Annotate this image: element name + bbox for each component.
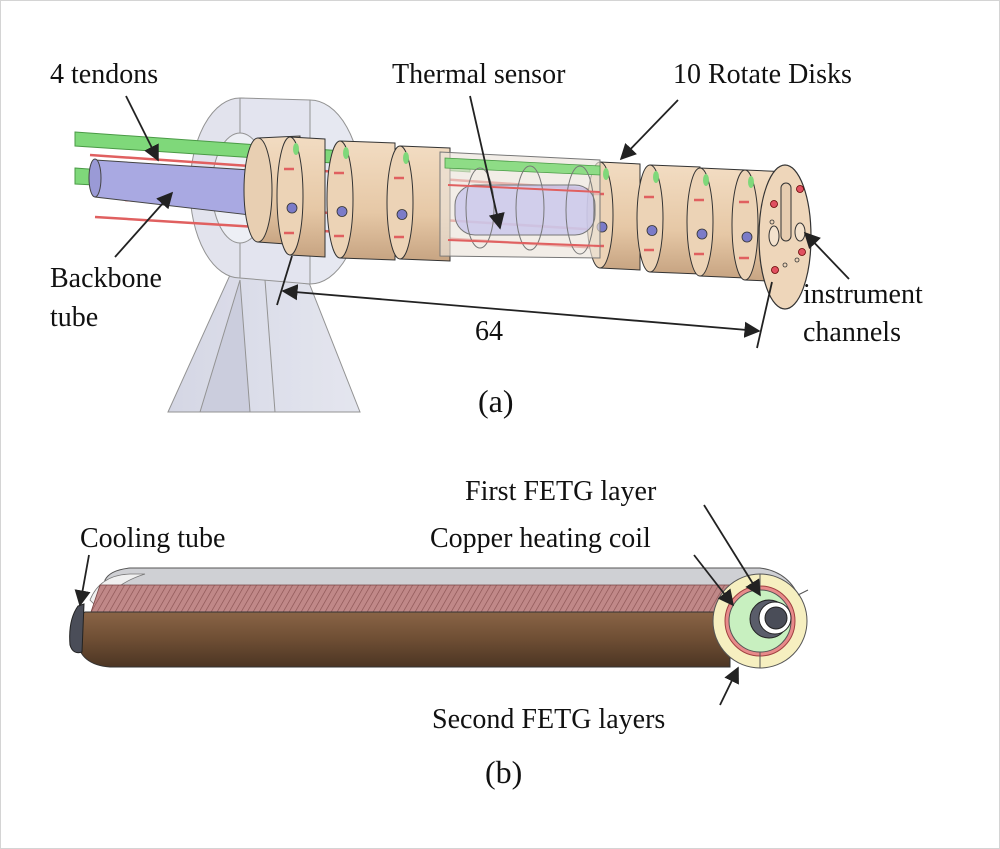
label-thermal-sensor: Thermal sensor: [392, 59, 566, 90]
tendon-hole: [403, 152, 409, 164]
label-4-tendons: 4 tendons: [50, 59, 158, 90]
label-copper-heating-coil: Copper heating coil: [430, 523, 651, 554]
label-instrument: instrument: [803, 279, 923, 310]
dimension-label: 64: [475, 316, 503, 347]
caption-a: (a): [478, 383, 514, 419]
tendon-hole: [293, 143, 299, 155]
rotate-disk-face: [731, 169, 759, 281]
label-second-fetg: Second FETG layers: [432, 704, 665, 735]
rotate-disk-face: [386, 145, 414, 260]
label-channels: channels: [803, 317, 901, 348]
instrument-channels-arrow: [803, 231, 850, 280]
second-fetg-arrow: [719, 666, 739, 706]
label-backbone: Backbone: [50, 263, 162, 294]
cooling-tube-arrow: [74, 554, 91, 607]
backbone-tube: [88, 158, 251, 216]
dimension-64: 64: [276, 255, 773, 349]
tendons-arrow: [125, 95, 159, 162]
instrument-channel: [794, 222, 806, 242]
copper-heating-coil: [89, 584, 741, 616]
rotate-disks-arrow: [619, 99, 679, 161]
tendon-hole: [703, 174, 709, 186]
leader-arrows-b: [74, 504, 761, 706]
cross-section: [712, 573, 809, 669]
panel-a: 64 4 tendons Thermal sensor 10 Rotate Di…: [50, 59, 923, 419]
tendon-hole: [748, 176, 754, 188]
backbone-hole: [336, 206, 348, 217]
backbone-arrow: [114, 191, 174, 258]
outer-body: [76, 611, 731, 668]
label-first-fetg: First FETG layer: [465, 476, 657, 507]
leader-arrows-a: [114, 95, 850, 280]
rotate-disk-face: [326, 140, 354, 259]
rotate-disk-face: [686, 167, 714, 277]
backbone-hole: [741, 231, 753, 243]
caption-b: (b): [485, 754, 522, 790]
rotate-disk-face: [276, 136, 304, 256]
tendon-hole: [653, 171, 659, 183]
backbone-hole: [396, 209, 408, 220]
backbone-hole: [646, 225, 658, 236]
thermal-sensor-arrow: [469, 95, 505, 230]
tendon-hole: [603, 168, 609, 180]
label-rotate-disks: 10 Rotate Disks: [673, 59, 852, 90]
backbone-hole: [696, 228, 708, 240]
copper-coil-arrow: [693, 554, 734, 607]
instrument-channel: [768, 225, 780, 247]
rotate-disk-face: [636, 164, 664, 273]
panel-b: First FETG layer Copper heating coil Coo…: [69, 476, 809, 790]
tendon-hole: [343, 147, 349, 159]
label-backbone-tube: tube: [50, 302, 98, 333]
label-cooling-tube: Cooling tube: [80, 523, 225, 554]
cooling-tube-end: [69, 603, 85, 654]
thermal-sensor-section: [439, 151, 601, 259]
first-fetg-arrow: [703, 504, 761, 597]
backbone-hole: [286, 202, 298, 214]
instrument-slot: [780, 182, 792, 242]
